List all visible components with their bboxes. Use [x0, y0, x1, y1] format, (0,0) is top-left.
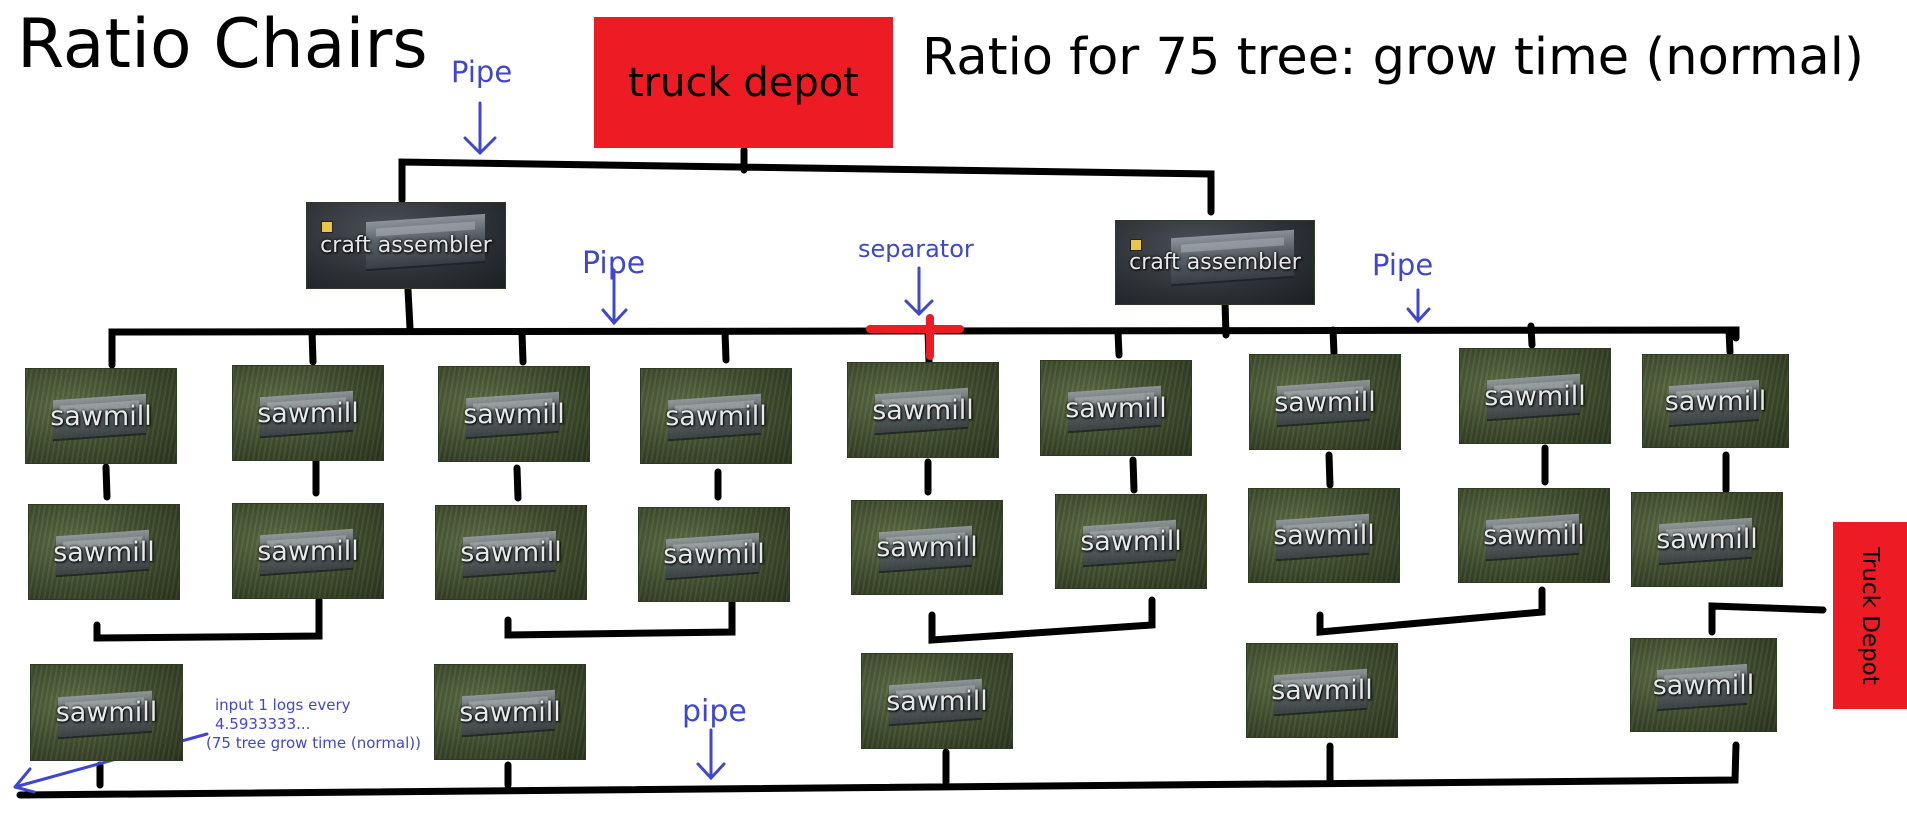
sawmill-tile: sawmill — [1459, 348, 1611, 444]
down-arrow-icon — [904, 266, 934, 317]
pipe-label-left: Pipe — [582, 246, 646, 281]
sawmill-tile: sawmill — [1249, 354, 1401, 450]
warning-icon — [321, 221, 333, 233]
tile-label: craft assembler — [1129, 250, 1301, 275]
sawmill-tile: sawmill — [640, 368, 792, 464]
sawmill-tile: sawmill — [435, 505, 587, 600]
tile-label: sawmill — [1483, 520, 1585, 551]
truck-depot-side-label: Truck Depot — [1857, 546, 1883, 685]
down-arrow-icon — [1406, 288, 1431, 324]
down-arrow-icon — [601, 268, 628, 326]
pair-5 — [1708, 602, 1827, 636]
ratio-heading: Ratio for 75 tree: grow time (normal) — [922, 28, 1864, 87]
truck-depot-label: truck depot — [628, 59, 859, 106]
annotation-line: 4.5933333... — [215, 714, 311, 733]
sawmill-tile: sawmill — [847, 362, 999, 458]
bottom-pipe — [16, 741, 1740, 799]
tile-label: sawmill — [1065, 392, 1167, 424]
sawmill-tile: sawmill — [1246, 643, 1398, 738]
craft-assembler: craft assembler — [1115, 220, 1315, 305]
tile-label: sawmill — [1484, 380, 1586, 412]
sawmill-tile: sawmill — [25, 368, 177, 464]
separator-mark — [866, 314, 964, 360]
col-links-1 — [102, 444, 1730, 502]
sawmill-tile: sawmill — [1630, 638, 1777, 732]
tile-label: sawmill — [459, 696, 561, 728]
warning-icon — [1130, 239, 1142, 251]
pipe-label-top: Pipe — [451, 55, 513, 89]
tile-label: sawmill — [55, 697, 158, 728]
sawmill-tile: sawmill — [1040, 360, 1192, 456]
craft-assembler: craft assembler — [306, 202, 506, 289]
separator-label: separator — [858, 235, 974, 263]
tile-label: sawmill — [1664, 385, 1767, 417]
sawmill-tile: sawmill — [232, 503, 384, 599]
tile-label: sawmill — [1273, 520, 1375, 551]
truck-depot-side: Truck Depot — [1833, 522, 1907, 709]
truck-depot-top: truck depot — [594, 17, 893, 148]
tile-label: sawmill — [1274, 386, 1376, 418]
tile-label: sawmill — [50, 400, 152, 432]
sawmill-tile: sawmill — [1055, 494, 1207, 589]
tile-label: sawmill — [1656, 524, 1758, 555]
tile-label: sawmill — [1652, 669, 1755, 701]
sawmill-tile: sawmill — [232, 365, 384, 461]
sawmill-tile: sawmill — [851, 500, 1003, 595]
assembler-left-down — [404, 286, 414, 332]
top-pipe — [398, 146, 1215, 216]
tile-label: sawmill — [257, 397, 359, 429]
page-title: Ratio Chairs — [17, 5, 428, 84]
tile-label: sawmill — [876, 532, 978, 563]
down-arrow-icon — [463, 101, 497, 156]
pair-2 — [504, 596, 736, 639]
tile-label: sawmill — [463, 398, 565, 430]
sawmill-tile: sawmill — [1248, 488, 1400, 583]
sawmill-tile: sawmill — [861, 653, 1013, 749]
pair-1 — [93, 596, 323, 642]
down-arrow-icon — [696, 728, 726, 781]
tile-label: sawmill — [1271, 675, 1373, 706]
tile-label: sawmill — [1080, 526, 1182, 557]
annotation-note: input 1 logs every 4.5933333... (75 tree… — [206, 696, 421, 752]
annotation-line: (75 tree grow time (normal)) — [206, 733, 421, 752]
tile-label: craft assembler — [320, 233, 492, 258]
tile-label: sawmill — [663, 539, 765, 570]
sawmill-tile: sawmill — [1642, 354, 1789, 448]
sawmill-tile: sawmill — [1458, 488, 1610, 583]
pipe-lines — [16, 146, 1827, 799]
sawmill-tile: sawmill — [30, 664, 183, 761]
sawmill-tile: sawmill — [638, 507, 790, 602]
tile-label: sawmill — [872, 394, 974, 426]
pair-3 — [928, 596, 1156, 644]
annotation-line: input 1 logs every — [215, 696, 351, 714]
sawmill-tile: sawmill — [434, 664, 586, 760]
tile-label: sawmill — [665, 400, 767, 432]
tile-label: sawmill — [53, 536, 155, 568]
pipe-label-bottom: pipe — [682, 694, 747, 729]
tile-label: sawmill — [460, 537, 562, 568]
pipe-label-right: Pipe — [1372, 248, 1434, 282]
sawmill-tile: sawmill — [438, 366, 590, 462]
assembler-right-down — [1221, 298, 1230, 339]
sawmill-tile: sawmill — [28, 504, 180, 600]
tile-label: sawmill — [886, 685, 988, 717]
sawmill-tile: sawmill — [1631, 492, 1783, 587]
pair-4 — [1316, 586, 1546, 636]
tile-label: sawmill — [257, 535, 359, 567]
